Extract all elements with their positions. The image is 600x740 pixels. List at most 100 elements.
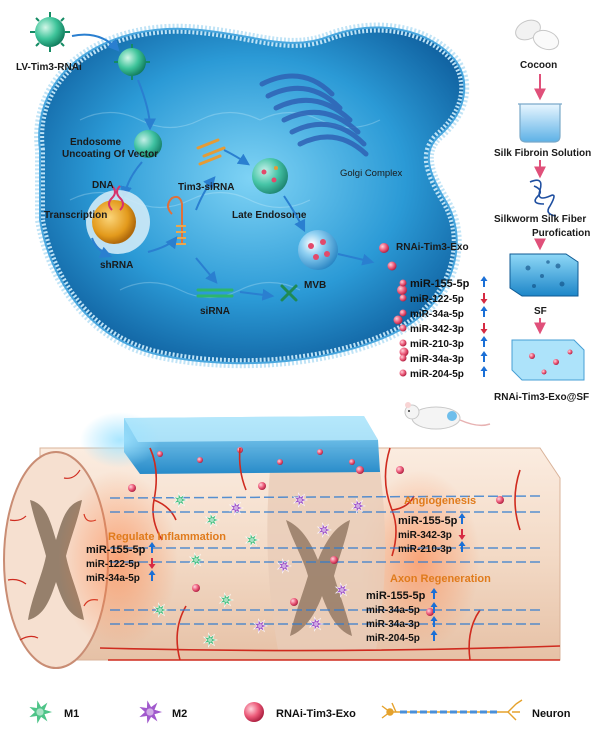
m1-microglia-icon <box>202 632 219 648</box>
endosome-icon <box>134 130 162 158</box>
angiogenesis-panel: AngiogenesismiR-155-5pmiR-342-3pmiR-210-… <box>398 495 476 555</box>
implanted-scaffold <box>124 416 380 474</box>
composite-label: RNAi-Tim3-Exo@SF <box>494 392 589 403</box>
arrow-down-icon <box>458 529 466 540</box>
exosome-icon <box>426 608 434 616</box>
m1-microglia-icon <box>218 592 235 608</box>
m1-microglia-icon <box>204 512 221 528</box>
mirna-label: miR-34a-3p <box>410 354 464 365</box>
flow-arrow <box>71 33 120 52</box>
m2-microglia-icon <box>316 522 333 538</box>
exosome-icon <box>399 339 407 347</box>
shrna-hairpin-icon <box>167 195 186 245</box>
m1-microglia-icon <box>172 492 189 508</box>
m2-microglia-icon <box>334 582 351 598</box>
tim3-sirna-label: Tim3-siRNA <box>178 182 235 193</box>
lesion-gray-matter <box>286 520 352 636</box>
late-endosome-icon <box>252 158 288 194</box>
m2-microglia-icon <box>350 498 367 514</box>
injury-glow <box>58 470 178 650</box>
virus-icon <box>30 12 70 52</box>
arrow-up-icon <box>430 616 438 627</box>
purification-label: Purofication <box>532 228 590 239</box>
cell <box>34 22 470 369</box>
nucleus-icon <box>86 190 150 254</box>
released-exosomes <box>379 243 409 357</box>
panel-title: Regulate Inflammation <box>108 531 226 543</box>
mirna-label: miR-34a-5p <box>410 309 464 320</box>
virus-label: LV-Tim3-RNAi <box>16 62 82 73</box>
m1-microglia-icon <box>188 552 205 568</box>
cocoon-label: Cocoon <box>520 60 557 71</box>
exosome-icon <box>399 369 407 377</box>
exosome-icon <box>399 279 407 287</box>
mirna-label: miR-204-5p <box>366 633 420 644</box>
arrow-up-icon <box>458 513 466 524</box>
flow-arrow <box>91 237 113 258</box>
virus-icon <box>114 44 150 80</box>
flow-arrow <box>195 176 216 211</box>
tim3-sirna-icon <box>196 138 226 166</box>
flow-arrow <box>137 79 156 131</box>
microglia-population <box>128 466 504 648</box>
arrow-up-icon <box>148 570 156 581</box>
mirna-label: miR-34a-5p <box>86 573 140 584</box>
exo-mirna-list: miR-155-5pmiR-122-5pmiR-34a-5pmiR-342-3p… <box>399 276 488 380</box>
arrow-up-icon <box>480 351 488 362</box>
mirna-label: miR-342-3p <box>410 324 464 335</box>
mirna-label: miR-155-5p <box>366 590 426 602</box>
exosome-icon <box>399 324 407 332</box>
m1-microglia-icon <box>152 602 169 618</box>
panel-title: Angiogenesis <box>404 495 476 507</box>
arrow-up-icon <box>430 588 438 599</box>
arrow-down-icon <box>480 323 488 334</box>
arrow-up-icon <box>148 542 156 553</box>
sf-label: SF <box>534 306 547 317</box>
mirna-label: miR-34a-5p <box>366 605 420 616</box>
m2-microglia-icon <box>252 618 269 634</box>
flow-arrow <box>195 257 218 284</box>
exosome-icon <box>399 294 407 302</box>
fiber-icon <box>529 179 557 217</box>
exo-label: RNAi-Tim3-Exo <box>396 242 469 253</box>
sirna-icon <box>196 288 234 298</box>
blood-vessels <box>99 447 561 661</box>
mirna-label: miR-155-5p <box>410 278 470 290</box>
sirna-label: siRNA <box>200 306 230 317</box>
m2-microglia-icon <box>276 558 293 574</box>
mirna-label: miR-210-3p <box>410 339 464 350</box>
injury-glow <box>360 470 480 650</box>
mirna-label: miR-155-5p <box>398 515 458 527</box>
exosome-icon <box>258 482 266 490</box>
composite-scaffold-icon <box>511 339 585 381</box>
m2-microglia-icon <box>228 500 245 516</box>
legend: M1 M2 RNAi-Tim3-Exo Neuron <box>27 698 571 726</box>
arrow-up-icon <box>430 630 438 641</box>
arrow-up-icon <box>480 306 488 317</box>
mirna-label: miR-210-3p <box>398 544 452 555</box>
exosome-icon <box>399 354 407 362</box>
microglia-icon <box>27 698 55 726</box>
m2-microglia-icon <box>292 492 309 508</box>
legend-neuron: Neuron <box>532 708 571 720</box>
golgi-label: Golgi Complex <box>340 168 403 179</box>
exosome-icon <box>396 466 404 474</box>
golgi-icon <box>259 73 369 157</box>
microglia-icon <box>137 698 165 726</box>
exosome-icon <box>356 466 364 474</box>
cocoon-icon <box>515 19 560 51</box>
cell-membrane-outline <box>38 26 466 365</box>
arrow-down-icon <box>480 293 488 304</box>
late-endosome-label: Late Endosome <box>232 210 307 221</box>
panel-title: Axon Regeneration <box>390 573 491 585</box>
flow-arrow <box>337 253 375 266</box>
legend-exo: RNAi-Tim3-Exo <box>276 708 356 720</box>
flow-arrow <box>283 195 306 233</box>
shrna-label: shRNA <box>100 260 133 271</box>
solution-label: Silk Fibroin Solution <box>494 148 591 159</box>
arrow-down-icon <box>148 558 156 569</box>
m2-microglia-icon <box>137 698 165 726</box>
neuron-icon <box>381 699 523 721</box>
